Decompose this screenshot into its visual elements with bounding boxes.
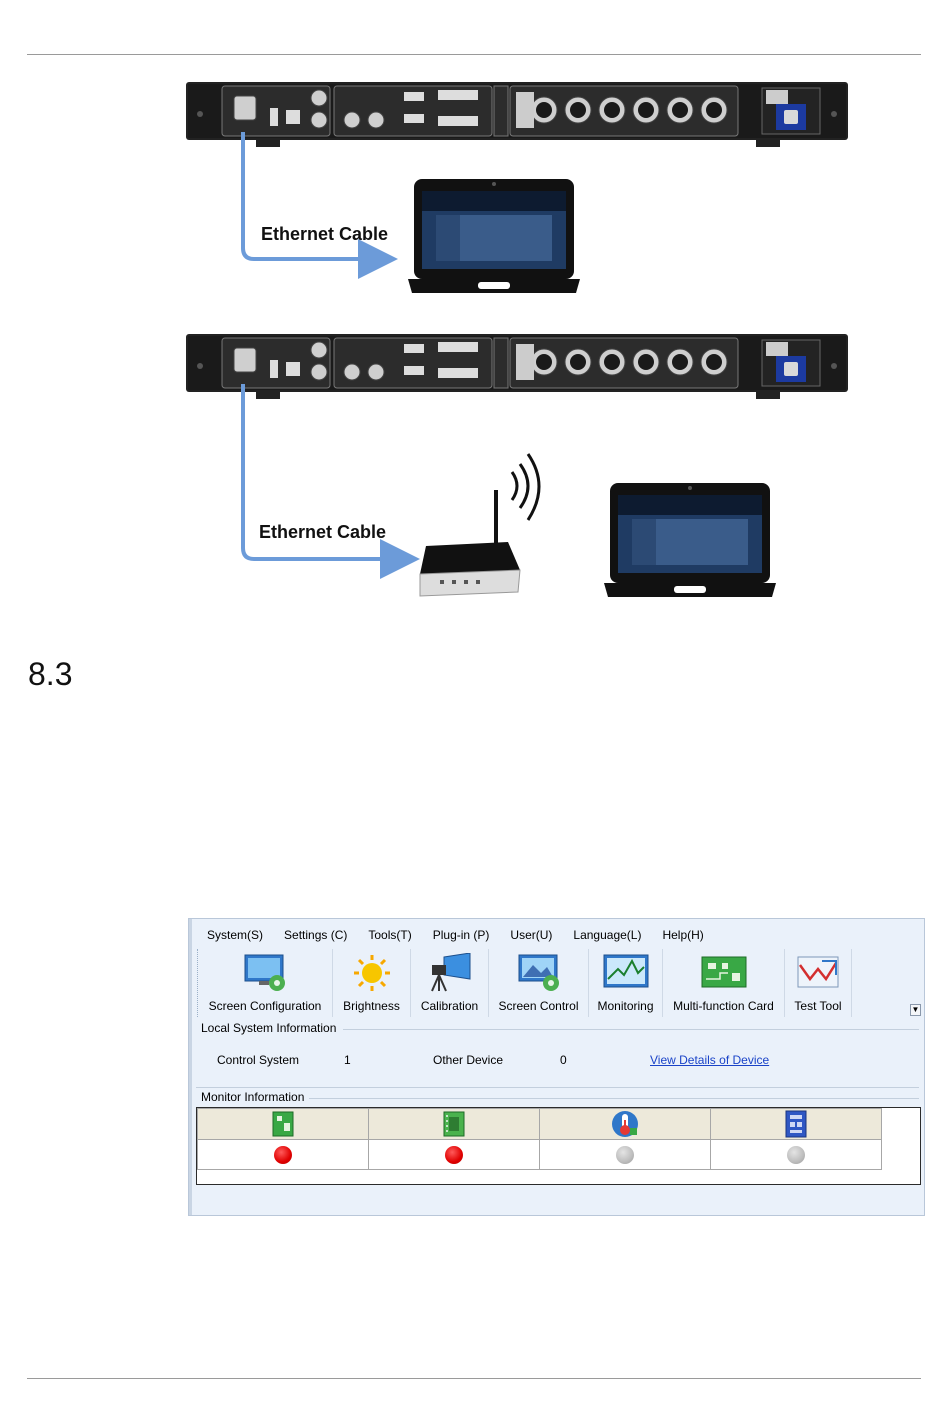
- software-main-window: System(S) Settings (C) Tools(T) Plug-in …: [188, 918, 925, 1216]
- laptop-icon: [604, 483, 776, 597]
- monitor-table: [196, 1107, 921, 1185]
- tool-label: Multi-function Card: [673, 999, 774, 1013]
- thermometer-icon: [612, 1111, 638, 1137]
- connection-diagram-direct: Ethernet Cable: [180, 78, 860, 298]
- brightness-button[interactable]: Brightness: [333, 949, 411, 1017]
- tool-label: Brightness: [343, 999, 400, 1013]
- status-indicator-grey: [787, 1145, 805, 1164]
- ethernet-cable-line: [241, 132, 398, 279]
- monitor-info-title: Monitor Information: [201, 1090, 305, 1104]
- control-system-label: Control System: [217, 1053, 300, 1067]
- monitor-chart-icon: [603, 954, 648, 988]
- status-indicator-grey: [616, 1145, 634, 1164]
- other-device-label: Other Device: [433, 1053, 504, 1067]
- wireless-router-icon: [419, 453, 541, 597]
- screen-control-button[interactable]: Screen Control: [489, 949, 589, 1017]
- controller-device: [186, 82, 848, 147]
- menu-help[interactable]: Help(H): [662, 928, 704, 942]
- tool-label: Screen Configuration: [208, 999, 322, 1013]
- laptop-icon: [408, 179, 580, 293]
- local-system-info-title: Local System Information: [201, 1021, 337, 1035]
- toolbar: Screen Configuration Brightness: [197, 949, 910, 1017]
- status-indicator-red: [274, 1145, 292, 1164]
- tool-label: Screen Control: [498, 999, 579, 1013]
- test-chart-icon: [797, 956, 839, 988]
- multi-function-card-button[interactable]: Multi-function Card: [663, 949, 785, 1017]
- menu-language[interactable]: Language(L): [573, 928, 642, 942]
- screen-configuration-button[interactable]: Screen Configuration: [198, 949, 333, 1017]
- cable-label: Ethernet Cable: [259, 522, 387, 542]
- monitoring-button[interactable]: Monitoring: [589, 949, 663, 1017]
- receiving-card-icon: [443, 1111, 465, 1137]
- control-system-count: 1: [344, 1053, 351, 1067]
- tool-label: Monitoring: [597, 999, 654, 1013]
- blue-board-icon: [785, 1110, 807, 1138]
- menu-system[interactable]: System(S): [207, 928, 264, 942]
- connection-diagram-router: Ethernet Cable: [180, 330, 860, 610]
- monitor-column-4-header: [710, 1108, 882, 1140]
- menu-settings[interactable]: Settings (C): [284, 928, 348, 942]
- monitor-column-3-header: [539, 1108, 711, 1140]
- status-indicator-red: [445, 1145, 463, 1164]
- toolbar-scroll-button[interactable]: ▼: [910, 1004, 921, 1016]
- footer-rule: [27, 1378, 921, 1379]
- test-tool-button[interactable]: Test Tool: [785, 949, 852, 1017]
- monitor-header-row: [197, 1108, 882, 1140]
- monitor-status-row: [197, 1139, 882, 1170]
- screen-config-icon: [244, 954, 285, 991]
- header-rule: [27, 54, 921, 55]
- camera-tripod-icon: [430, 953, 470, 992]
- menu-plugin[interactable]: Plug-in (P): [432, 928, 490, 942]
- calibration-button[interactable]: Calibration: [411, 949, 489, 1017]
- cable-label: Ethernet Cable: [261, 224, 389, 244]
- controller-device: [186, 334, 848, 399]
- sun-icon: [353, 955, 390, 991]
- section-number: 8.3: [28, 656, 73, 692]
- view-device-details-link[interactable]: View Details of Device: [650, 1053, 770, 1067]
- tool-label: Test Tool: [794, 999, 842, 1013]
- circuit-board-icon: [701, 956, 746, 988]
- monitor-column-1-header: [197, 1108, 369, 1140]
- screen-control-icon: [518, 954, 559, 991]
- other-device-count: 0: [560, 1053, 567, 1067]
- tool-label: Calibration: [420, 999, 479, 1013]
- monitor-column-2-header: [368, 1108, 540, 1140]
- menu-tools[interactable]: Tools(T): [368, 928, 412, 942]
- green-board-icon: [272, 1111, 294, 1137]
- menu-user[interactable]: User(U): [510, 928, 553, 942]
- menu-bar: System(S) Settings (C) Tools(T) Plug-in …: [195, 925, 713, 945]
- ethernet-cable-line: [241, 384, 420, 579]
